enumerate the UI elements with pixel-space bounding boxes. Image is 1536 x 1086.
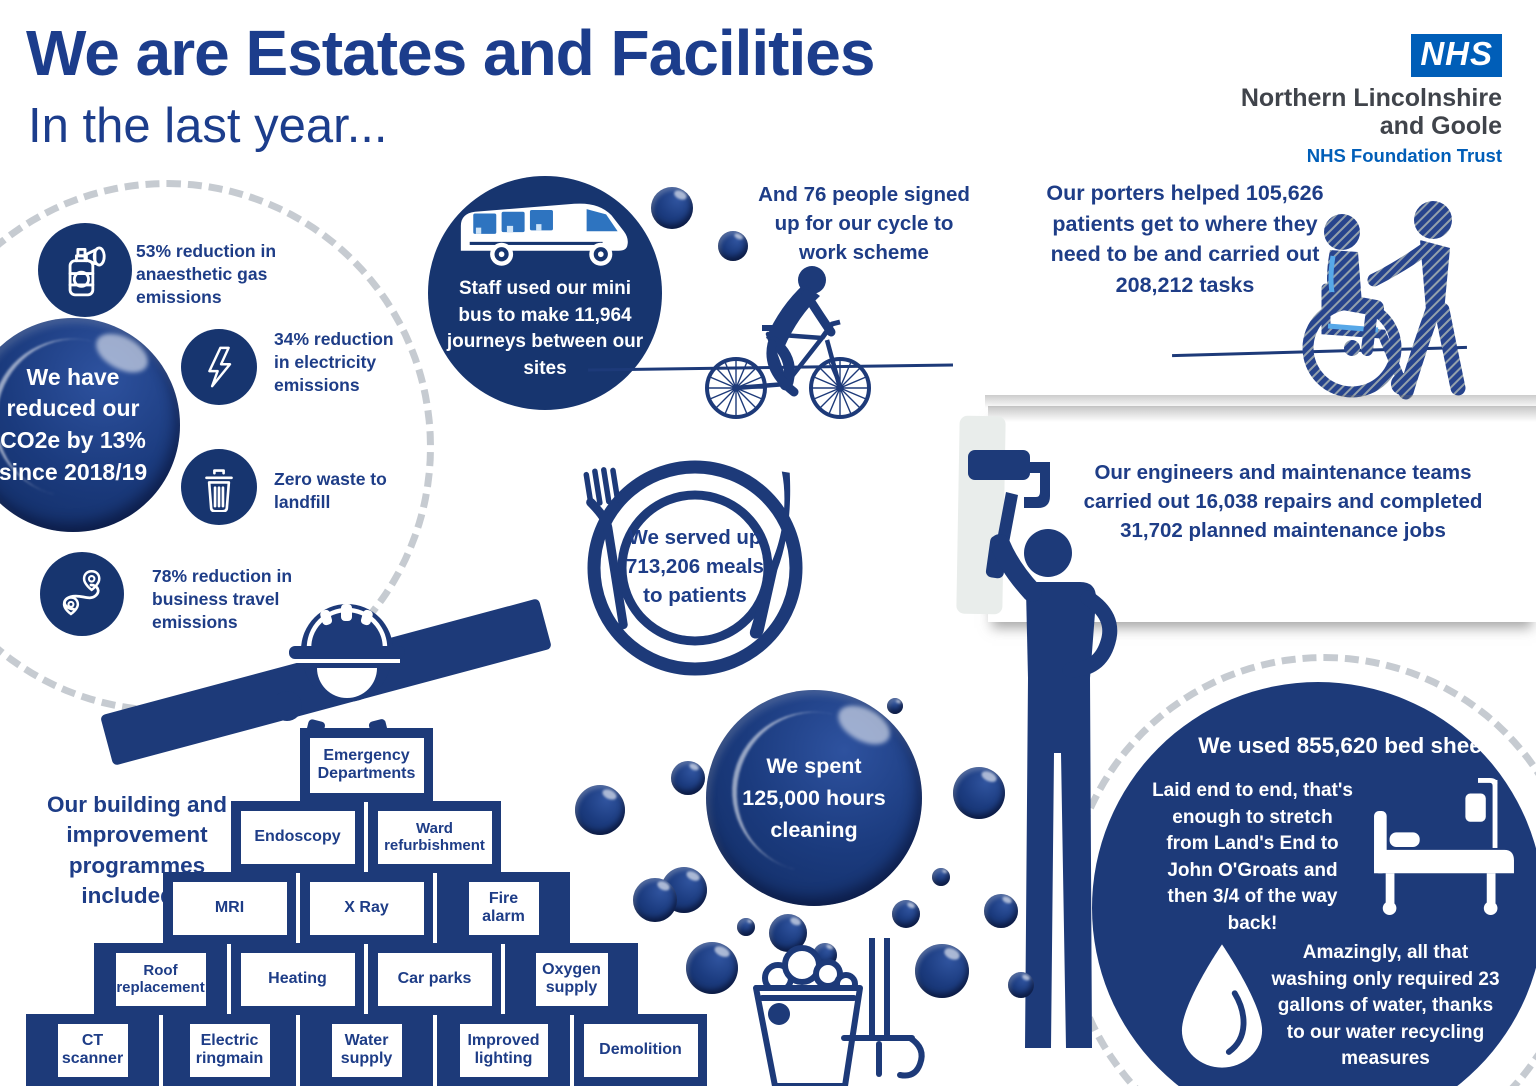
building-block-label: Emergency Departments: [309, 737, 424, 793]
building-block-label: Car parks: [377, 952, 492, 1006]
anaesthetic-gas-circle: [38, 223, 132, 317]
building-block: X Ray: [300, 872, 433, 944]
travel-circle: [40, 552, 124, 636]
nhs-logo-icon: NHS: [1411, 34, 1502, 77]
porters-panel-shadow: [985, 395, 1536, 408]
building-block-label: Water supply: [331, 1023, 402, 1077]
stat-waste: Zero waste to landfill: [274, 469, 387, 513]
porter-wheelchair-icon: [1302, 201, 1466, 400]
cleaning-text: We spent 125,000 hours cleaning: [742, 753, 886, 843]
building-block-label: Improved lighting: [459, 1023, 548, 1077]
bubble: [671, 761, 705, 795]
bubble: [887, 698, 903, 714]
building-block-label: Roof replacement: [115, 952, 206, 1006]
bubble: [575, 785, 625, 835]
mop-bucket-icon: [753, 938, 925, 1086]
bubble: [892, 900, 920, 928]
building-block: Roof replacement: [94, 943, 227, 1015]
building-block-label: MRI: [172, 881, 287, 935]
nhs-org-name-line2: and Goole: [1379, 111, 1502, 140]
minibus-circle: Staff used our mini bus to make 11,964 j…: [428, 176, 662, 410]
bubble: [633, 878, 677, 922]
bedsheets-left-text: Laid end to end, that's enough to stretc…: [1152, 780, 1353, 934]
page-title: We are Estates and Facilities: [26, 17, 875, 89]
building-block-label: Fire alarm: [468, 881, 539, 935]
anaesthetic-gas-icon: [68, 246, 106, 297]
water-droplet-icon: [1181, 944, 1263, 1068]
co2-reduction-text: We have reduced our CO2e by 13% since 20…: [0, 363, 148, 485]
trash-icon: [205, 469, 233, 512]
minibus-icon: [460, 203, 628, 266]
bubble: [1008, 972, 1034, 998]
bubble: [737, 918, 755, 936]
bedsheets-right-text: Amazingly, all that washing only require…: [1271, 942, 1500, 1070]
stat-travel: 78% reduction in business travel emissio…: [152, 566, 293, 633]
bubble: [718, 231, 748, 261]
building-block: Ward refurbishment: [368, 801, 501, 873]
nhs-trust-label: NHS Foundation Trust: [1306, 145, 1502, 166]
stat-electricity: 34% reduction in electricity emissions: [274, 329, 394, 396]
building-block-label: Demolition: [583, 1023, 698, 1077]
building-block: Improved lighting: [437, 1014, 570, 1086]
page-subtitle: In the last year...: [28, 99, 388, 153]
minibus-text: Staff used our mini bus to make 11,964 j…: [446, 278, 644, 379]
lightning-icon: [208, 346, 232, 388]
building-block: Fire alarm: [437, 872, 570, 944]
building-block-label: Heating: [240, 952, 355, 1006]
bubble: [953, 767, 1005, 819]
bubble: [651, 187, 693, 229]
bubble: [915, 944, 969, 998]
building-block: Water supply: [300, 1014, 433, 1086]
cleaning-bubble: We spent 125,000 hours cleaning: [706, 690, 922, 906]
building-block-label: CT scanner: [57, 1023, 128, 1077]
electricity-circle: [181, 329, 257, 405]
building-block: Emergency Departments: [300, 728, 433, 802]
waste-circle: [181, 449, 257, 525]
co2-reduction-bubble: We have reduced our CO2e by 13% since 20…: [0, 318, 180, 532]
building-block: Endoscopy: [231, 801, 364, 873]
bubble: [932, 868, 950, 886]
building-block-label: Oxygen supply: [535, 952, 608, 1006]
bubble: [984, 894, 1018, 928]
building-block-label: Endoscopy: [240, 810, 355, 864]
hospital-bed-icon: [1374, 778, 1514, 916]
bubble: [686, 942, 738, 994]
plate-cutlery-icon: [583, 460, 803, 676]
cyclist-icon: [705, 266, 871, 419]
meals-text: We served up 713,206 meals to patients: [626, 526, 764, 608]
nhs-logo: NHS Northern Lincolnshire and Goole NHS …: [1232, 34, 1502, 167]
building-block: Car parks: [368, 943, 501, 1015]
painter-roller-icon: [968, 450, 1118, 1048]
nhs-org-name-line1: Northern Lincolnshire: [1240, 84, 1502, 112]
building-block: Oxygen supply: [505, 943, 638, 1015]
meals-plate: We served up 713,206 meals to patients: [570, 443, 820, 693]
building-block: Electric ringmain: [163, 1014, 296, 1086]
building-block-label: X Ray: [309, 881, 424, 935]
bedsheets-title: We used 855,620 bed sheets: [1198, 733, 1502, 758]
bedsheets-circle: [1092, 682, 1536, 1086]
building-block: Heating: [231, 943, 364, 1015]
porters-text: Our porters helped 105,626 patients get …: [1046, 181, 1324, 297]
building-block: CT scanner: [26, 1014, 159, 1086]
cycle-text: And 76 people signed up for our cycle to…: [758, 183, 970, 265]
building-block: MRI: [163, 872, 296, 944]
building-block: Demolition: [574, 1014, 707, 1086]
travel-route-icon: [62, 569, 101, 616]
building-block-label: Ward refurbishment: [377, 810, 492, 864]
stat-anaesthetic-gas: 53% reduction in anaesthetic gas emissio…: [136, 241, 277, 308]
engineers-text: Our engineers and maintenance teams carr…: [1083, 461, 1483, 543]
building-block-label: Electric ringmain: [189, 1023, 270, 1077]
